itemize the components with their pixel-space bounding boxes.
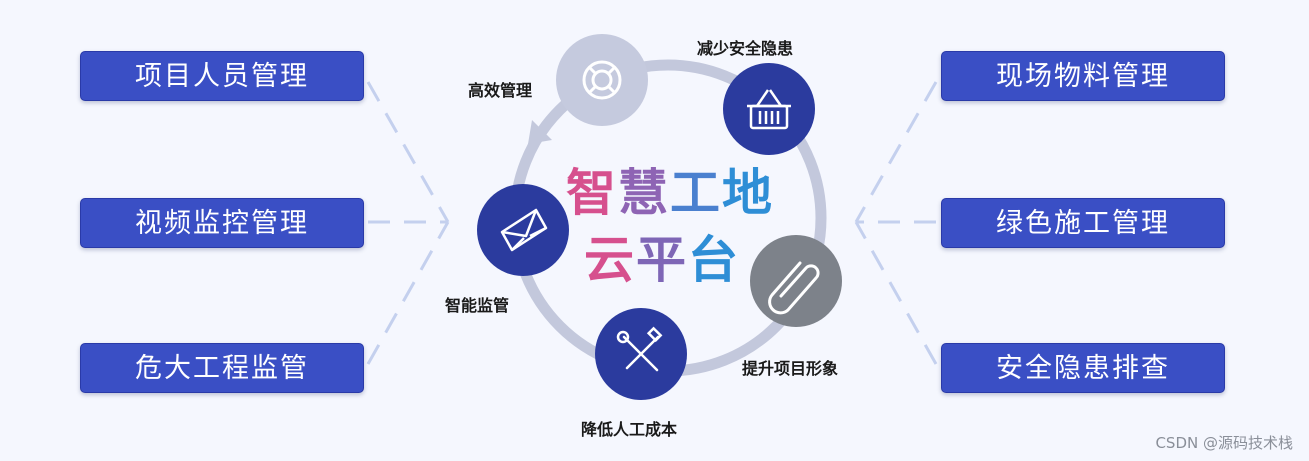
feature-box-left-1: 项目人员管理 — [80, 51, 364, 101]
center-title-line-1: 智慧工地 — [566, 153, 774, 225]
connector-left-top — [366, 81, 450, 223]
feature-box-right-3: 安全隐患排查 — [941, 343, 1225, 393]
node-label-improve-project-image: 提升项目形象 — [742, 359, 839, 378]
title-char: 云 — [584, 231, 636, 289]
connector-right-bottom — [854, 221, 938, 365]
node-lifebuoy — [556, 34, 648, 126]
node-label-reduce-labor-cost: 降低人工成本 — [581, 420, 678, 439]
node-tools — [595, 308, 687, 400]
connector-left-bottom — [366, 221, 450, 365]
feature-box-right-2: 绿色施工管理 — [941, 198, 1225, 248]
title-char: 慧 — [618, 164, 670, 222]
node-label-reduce-safety-hazards: 减少安全隐患 — [697, 39, 794, 58]
feature-box-right-1: 现场物料管理 — [941, 51, 1225, 101]
node-paperclip — [750, 235, 842, 327]
title-char: 智 — [566, 164, 618, 222]
envelope-icon — [500, 208, 548, 252]
node-envelope — [477, 184, 569, 276]
left-connectors — [366, 81, 450, 365]
feature-box-left-2: 视频监控管理 — [80, 198, 364, 248]
watermark-text: CSDN @源码技术栈 — [1155, 434, 1293, 452]
center-title-line-2: 云平台 — [584, 220, 740, 292]
paperclip-icon — [768, 261, 820, 315]
title-char: 地 — [722, 164, 774, 222]
title-char: 工 — [670, 164, 722, 222]
tools-icon — [616, 326, 663, 372]
node-basket — [723, 63, 815, 155]
feature-box-left-3: 危大工程监管 — [80, 343, 364, 393]
basket-icon — [747, 89, 791, 130]
title-char: 平 — [636, 231, 688, 289]
lifebuoy-icon — [582, 60, 622, 100]
node-label-smart-supervision: 智能监管 — [445, 296, 510, 315]
cycle-arrow-head — [528, 120, 552, 144]
title-char: 台 — [688, 231, 740, 289]
node-label-efficient-management: 高效管理 — [468, 81, 533, 100]
right-connectors — [854, 81, 938, 365]
connector-right-top — [854, 81, 938, 223]
